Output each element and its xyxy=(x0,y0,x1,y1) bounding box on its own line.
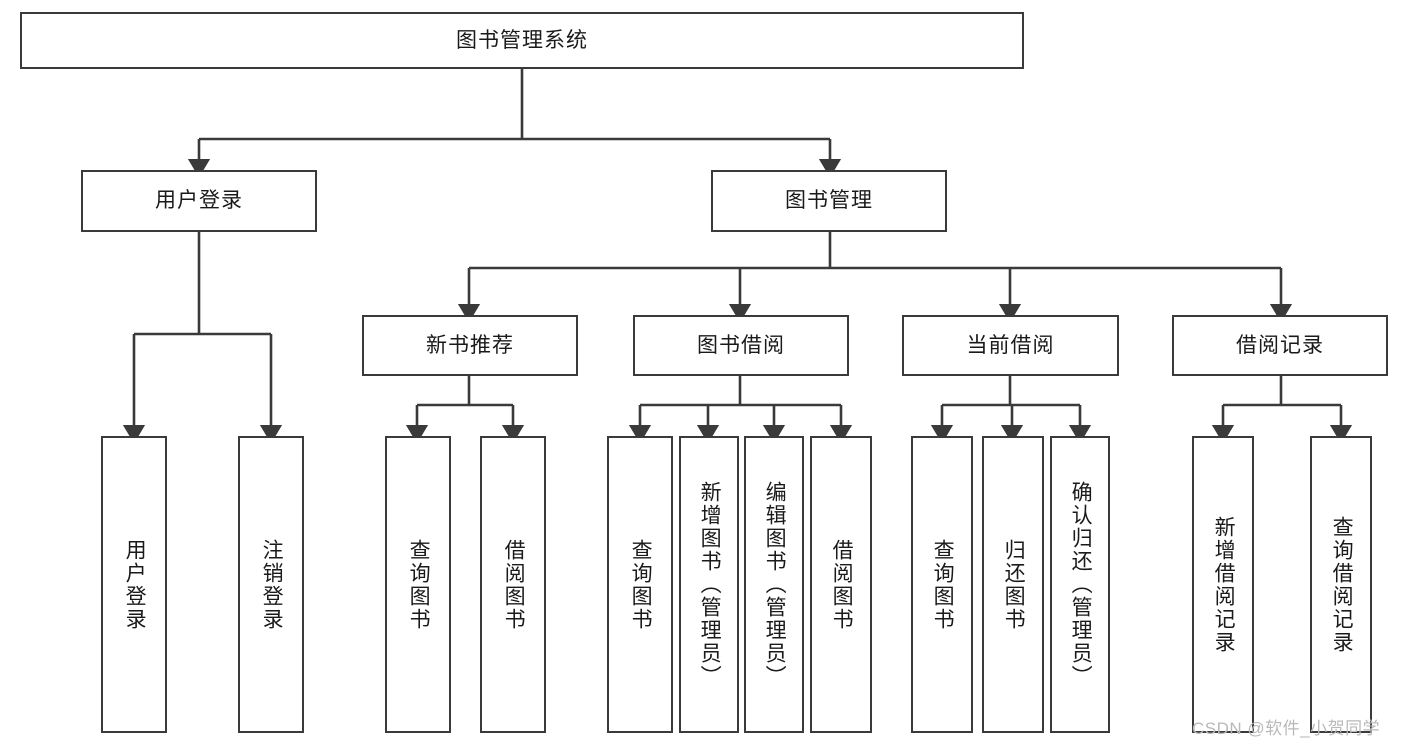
node-new-book-recommend[interactable]: 新书推荐 xyxy=(362,315,578,376)
leaf-query-book-current-label: 查询图书 xyxy=(931,538,955,631)
leaf-query-book-borrow[interactable]: 查询图书 xyxy=(607,436,673,733)
leaf-confirm-return-admin-label: 确认归还（管理员） xyxy=(1069,481,1093,688)
leaf-query-book-newbook[interactable]: 查询图书 xyxy=(385,436,451,733)
leaf-query-book-newbook-label: 查询图书 xyxy=(407,538,431,631)
leaf-add-borrow-record[interactable]: 新增借阅记录 xyxy=(1192,436,1254,733)
leaf-edit-book-admin[interactable]: 编辑图书（管理员） xyxy=(744,436,804,733)
node-current-borrow-label: 当前借阅 xyxy=(966,333,1055,357)
leaf-user-login-label: 用户登录 xyxy=(123,538,147,631)
leaf-add-book-admin-label: 新增图书（管理员） xyxy=(698,481,722,688)
leaf-add-borrow-record-label: 新增借阅记录 xyxy=(1212,515,1236,654)
leaf-logout-label: 注销登录 xyxy=(260,538,284,631)
leaf-logout[interactable]: 注销登录 xyxy=(238,436,304,733)
leaf-borrow-book-newbook-label: 借阅图书 xyxy=(502,538,526,631)
node-book-management-label: 图书管理 xyxy=(785,189,873,213)
node-book-borrow-label: 图书借阅 xyxy=(697,333,785,357)
leaf-borrow-book-newbook[interactable]: 借阅图书 xyxy=(480,436,546,733)
leaf-confirm-return-admin[interactable]: 确认归还（管理员） xyxy=(1050,436,1110,733)
csdn-watermark: CSDN @软件_小贺同学 xyxy=(1192,719,1381,738)
node-root-label: 图书管理系统 xyxy=(456,28,588,52)
node-user-login[interactable]: 用户登录 xyxy=(81,170,317,232)
node-borrow-records-label: 借阅记录 xyxy=(1236,333,1324,357)
leaf-return-book[interactable]: 归还图书 xyxy=(982,436,1044,733)
leaf-query-book-current[interactable]: 查询图书 xyxy=(911,436,973,733)
leaf-add-book-admin[interactable]: 新增图书（管理员） xyxy=(679,436,739,733)
leaf-lend-book-label: 借阅图书 xyxy=(830,538,854,631)
leaf-lend-book[interactable]: 借阅图书 xyxy=(810,436,872,733)
leaf-query-book-borrow-label: 查询图书 xyxy=(629,538,653,631)
leaf-user-login[interactable]: 用户登录 xyxy=(101,436,167,733)
leaf-query-borrow-record-label: 查询借阅记录 xyxy=(1330,515,1354,654)
leaf-return-book-label: 归还图书 xyxy=(1002,538,1026,631)
node-current-borrow[interactable]: 当前借阅 xyxy=(902,315,1119,376)
node-borrow-records[interactable]: 借阅记录 xyxy=(1172,315,1388,376)
node-new-book-recommend-label: 新书推荐 xyxy=(426,333,514,357)
node-user-login-label: 用户登录 xyxy=(155,189,243,213)
leaf-edit-book-admin-label: 编辑图书（管理员） xyxy=(763,481,787,688)
node-book-borrow[interactable]: 图书借阅 xyxy=(633,315,849,376)
node-root[interactable]: 图书管理系统 xyxy=(20,12,1024,69)
node-book-management[interactable]: 图书管理 xyxy=(711,170,947,232)
leaf-query-borrow-record[interactable]: 查询借阅记录 xyxy=(1310,436,1372,733)
